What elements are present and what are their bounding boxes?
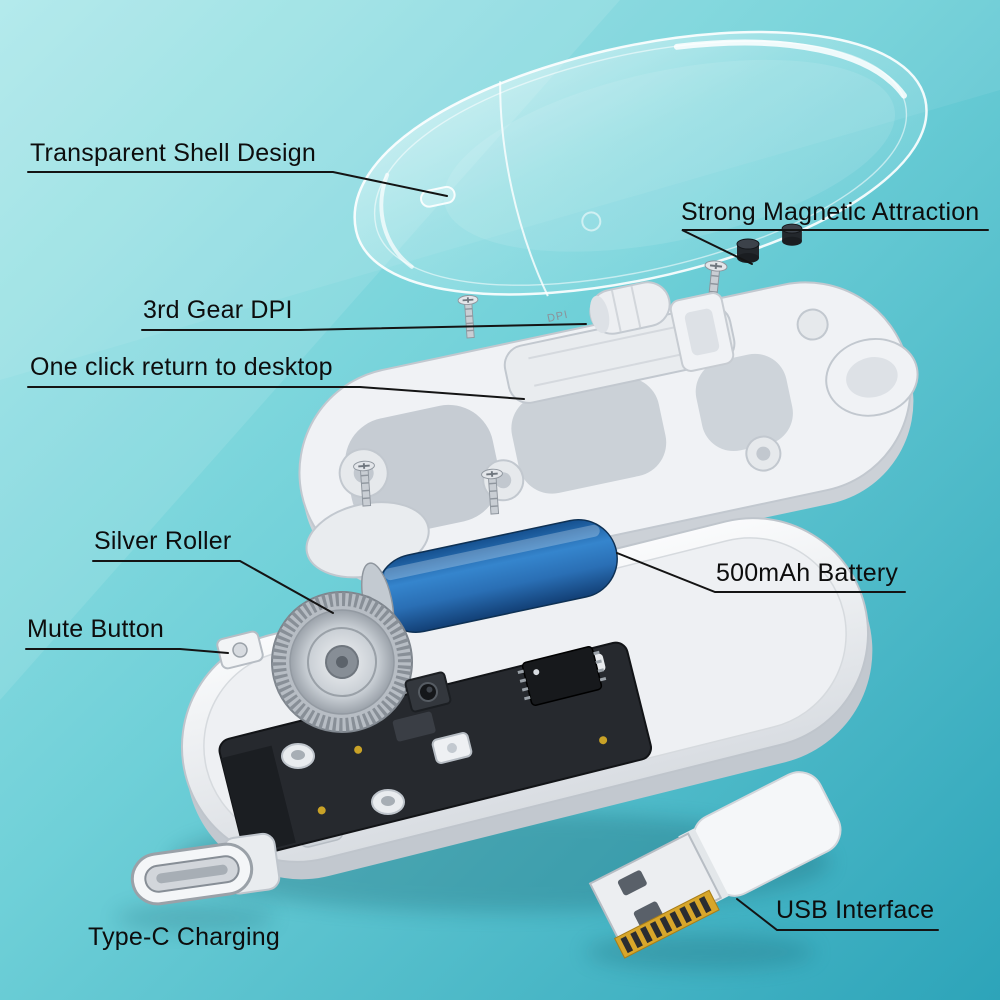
- label-mute-button: Mute Button: [27, 615, 165, 643]
- roller-ring: [307, 627, 377, 697]
- shell-boss-mark: [581, 211, 602, 232]
- shell-highlight-front: [379, 172, 414, 269]
- optical-sensor: [404, 671, 452, 713]
- solder-pad: [317, 806, 326, 815]
- leader-roller: [92, 560, 334, 614]
- typec-shadow: [115, 904, 275, 932]
- battery-highlight: [384, 524, 600, 581]
- mute-cap: [232, 642, 248, 658]
- type-c-port: [130, 832, 281, 906]
- label-strong-magnetic-attraction: Strong Magnetic Attraction: [681, 198, 980, 226]
- leader-battery: [616, 552, 906, 593]
- usb-plug-hole: [617, 870, 647, 896]
- leader-dpi: [141, 323, 587, 331]
- dpi-engraving: DPI: [546, 309, 569, 325]
- hinge-ridges: [610, 286, 642, 332]
- leader-usb: [736, 898, 939, 931]
- roller-axle: [336, 656, 348, 668]
- solder-pad: [354, 745, 363, 754]
- dpi-hinge-barrel: [589, 281, 671, 335]
- shell-glass-tint: [443, 59, 896, 252]
- label-silver-roller: Silver Roller: [94, 527, 232, 555]
- screw-boss-hole: [756, 446, 771, 461]
- label-transparent-shell-design: Transparent Shell Design: [30, 139, 316, 167]
- screw-boss: [796, 308, 829, 341]
- chassis-bracket: [669, 292, 735, 372]
- shell-highlight-top: [673, 39, 907, 99]
- label-500mah-battery: 500mAh Battery: [716, 559, 899, 587]
- bracket-inset: [684, 308, 720, 356]
- switch-bracket: [431, 732, 473, 764]
- shell-seam: [499, 81, 549, 297]
- leader-mute: [25, 648, 229, 654]
- magnet-icon: [781, 223, 803, 247]
- usb-plug-hole: [633, 901, 663, 927]
- usb-contact-slots: [620, 896, 712, 954]
- sensor-glint: [426, 686, 433, 693]
- callout-lines: [25, 171, 989, 931]
- leader-transparent-shell: [27, 171, 448, 197]
- solder-pad: [599, 736, 608, 745]
- ic-chip: [517, 646, 607, 706]
- bracket-small-hole: [447, 743, 457, 753]
- screw-post-icon: [371, 789, 405, 815]
- chassis-tail-inset: [846, 357, 898, 398]
- label-3rd-gear-dpi: 3rd Gear DPI: [143, 296, 293, 324]
- typec-tongue: [156, 864, 228, 884]
- leader-one-click: [27, 386, 525, 400]
- chip-pins: [517, 650, 607, 701]
- chip-dot: [533, 669, 540, 676]
- chip-body: [521, 646, 603, 706]
- mute-button-part: [216, 630, 264, 670]
- label-one-click-return-to-desktop: One click return to desktop: [30, 353, 333, 381]
- label-type-c-charging: Type-C Charging: [88, 923, 280, 951]
- label-usb-interface: USB Interface: [776, 896, 935, 924]
- screw-post-icon: [281, 743, 315, 769]
- silver-roller-wheel: [271, 591, 413, 733]
- hinge-end: [590, 295, 610, 334]
- leader-magnetic: [681, 229, 989, 265]
- chassis-opening-center: [511, 377, 667, 494]
- chassis-opening-right: [695, 353, 793, 452]
- shell-inner-rim: [373, 40, 908, 286]
- pcb-component: [392, 711, 436, 742]
- hinge-body: [589, 281, 671, 335]
- pcb-tower: [221, 745, 296, 856]
- usb-dongle: [588, 771, 842, 959]
